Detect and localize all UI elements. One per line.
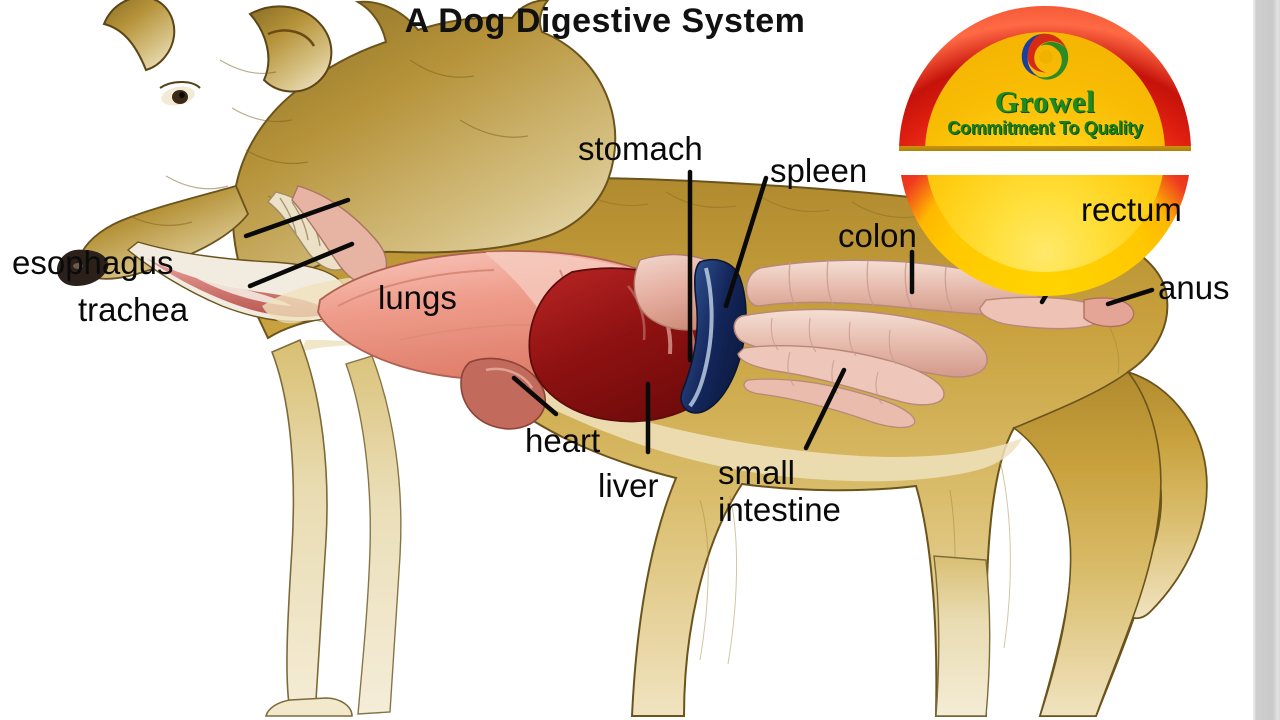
organ-rectum [979,296,1135,330]
dog-front-legs [264,338,402,717]
label-small-intestine-1: small [718,454,796,491]
organ-heart [460,357,546,430]
label-colon: colon [838,217,917,254]
dog-anatomy-illustration [56,0,1208,717]
label-spleen: spleen [770,152,868,189]
leader-anus [1105,287,1155,307]
label-anus: anus [1158,269,1230,306]
label-lungs: lungs [378,279,457,316]
dog-hind-legs [933,370,1162,717]
label-esophagus: esophagus [12,244,174,281]
growel-logo[interactable]: Growel Commitment To Quality [895,6,1195,296]
logo-wordmark: Growel [994,84,1096,119]
internal-organs [266,185,1135,430]
leader-trachea [247,241,355,289]
leader-small-intestine [803,367,847,451]
page-title: A Dog Digestive System [404,2,806,40]
label-heart: heart [525,422,601,459]
leader-esophagus [243,197,351,239]
logo-bottom-mask [895,151,1195,175]
label-small-intestine-2: intestine [718,491,841,528]
label-stomach: stomach [578,130,703,167]
swirl-icon [1021,33,1069,80]
label-rectum: rectum [1081,191,1182,228]
leader-spleen [723,175,769,309]
logo-tagline: Commitment To Quality [947,118,1143,138]
right-scroll-gutter[interactable] [1253,0,1280,720]
label-trachea: trachea [78,291,189,328]
leader-heart [511,375,559,417]
label-liver: liver [598,467,659,504]
